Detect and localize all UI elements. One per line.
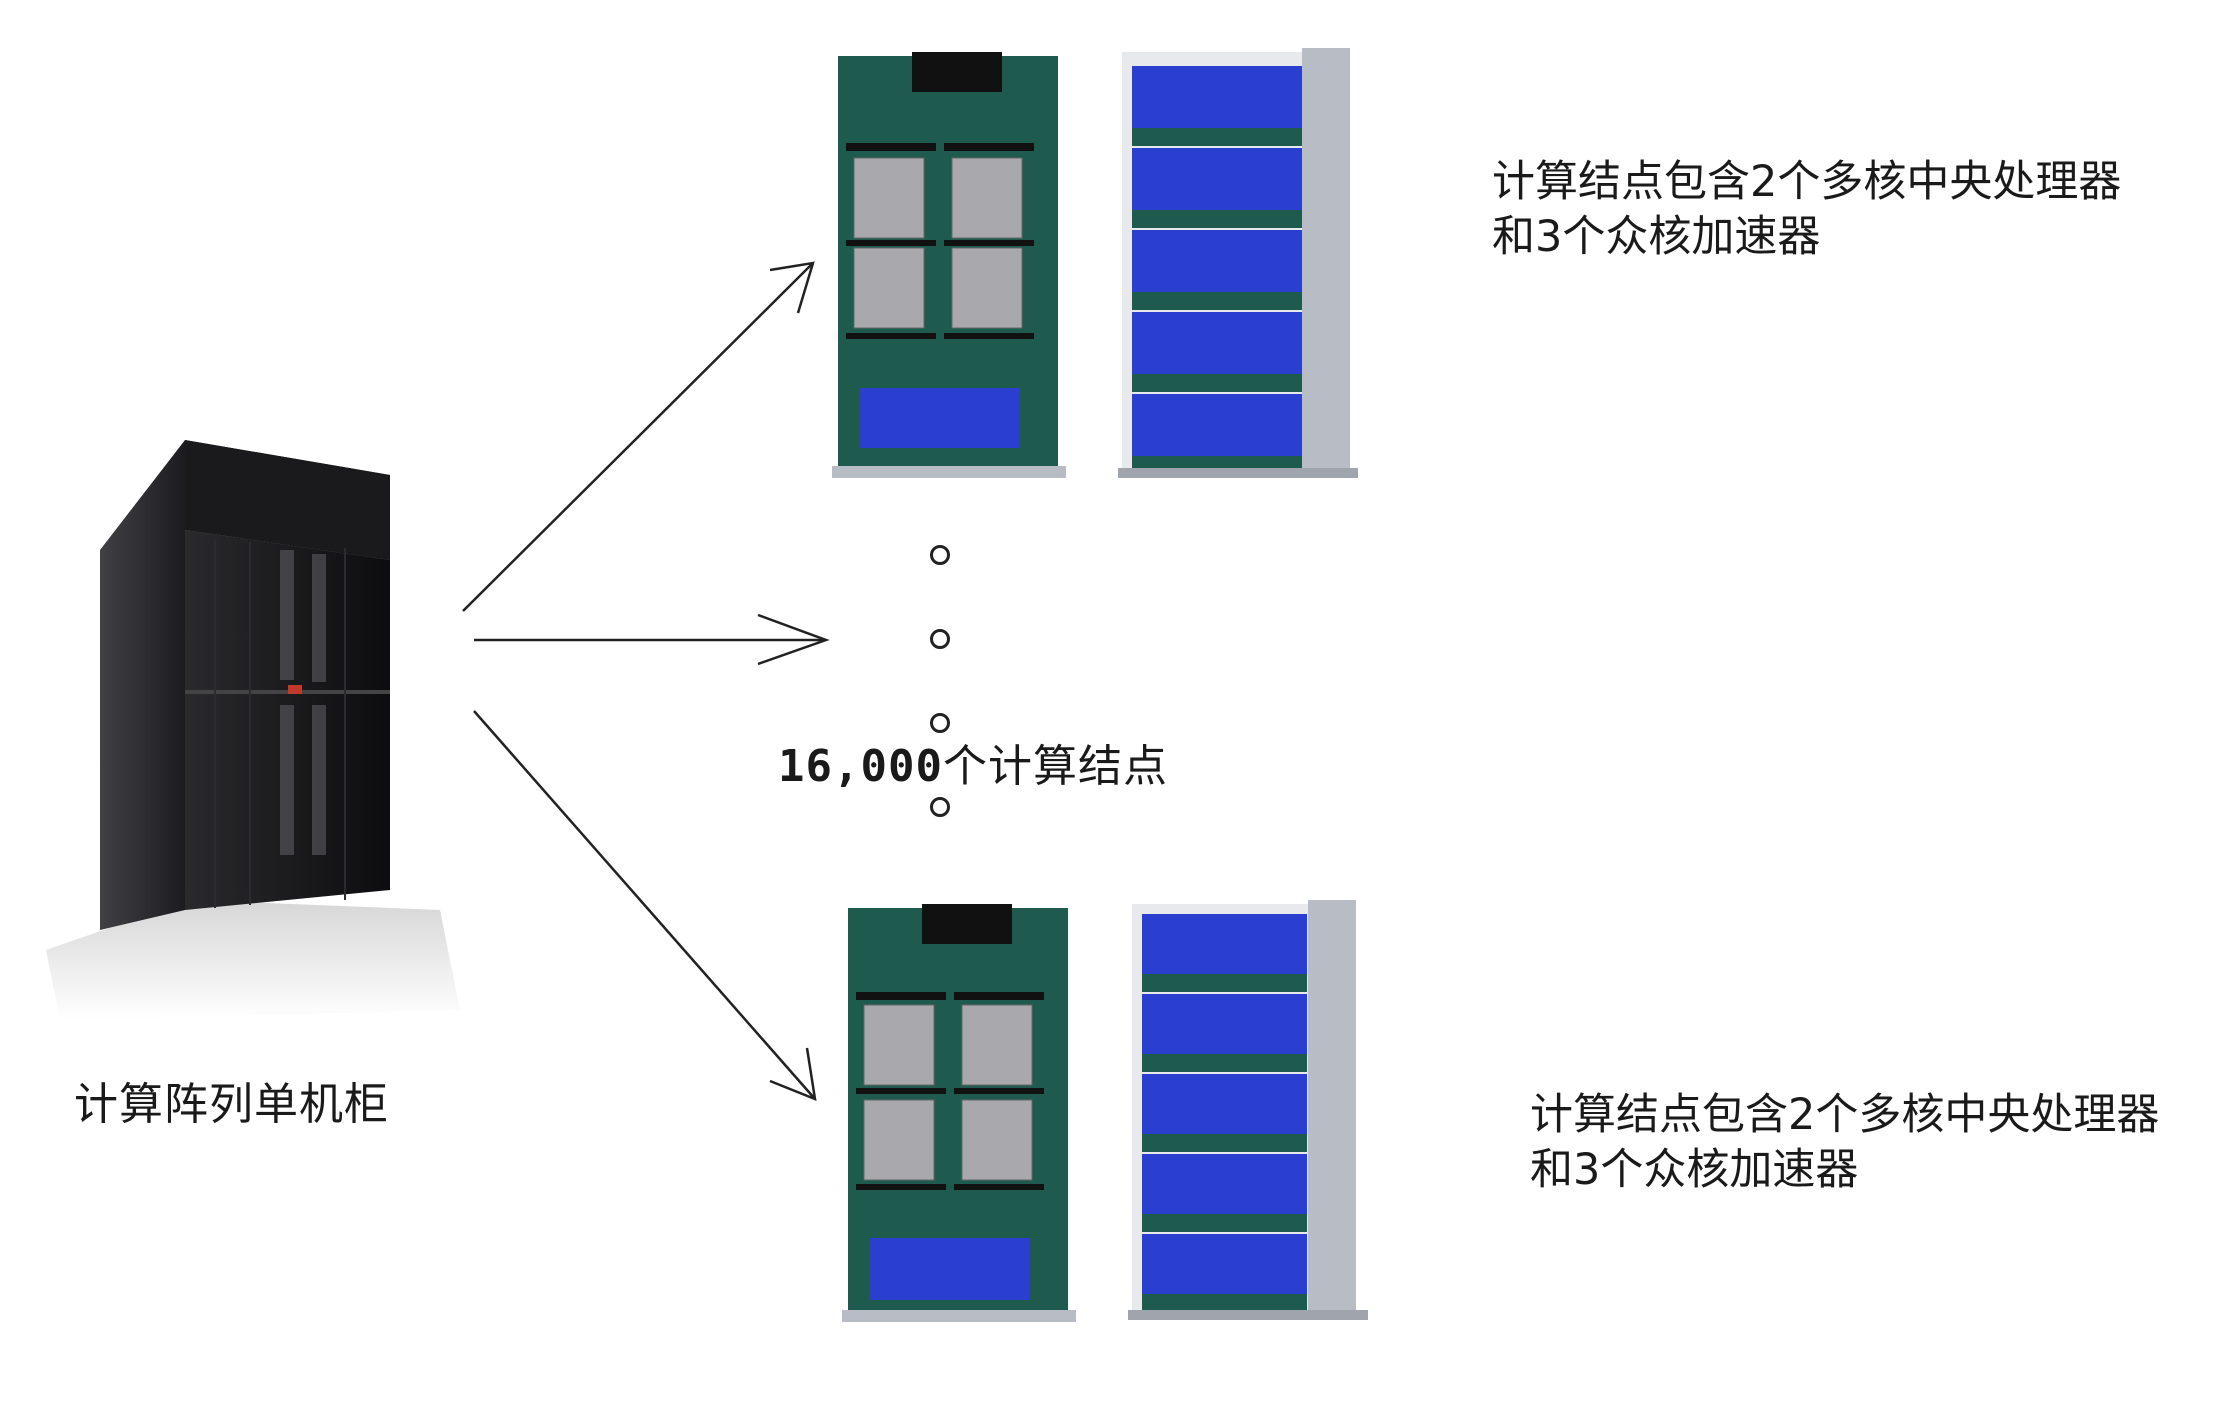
node-image-top bbox=[832, 48, 1362, 498]
node-desc-bottom: 计算结点包含2个多核中央处理器 和3个众核加速器 bbox=[1530, 1088, 2159, 1198]
arrowhead-bottom bbox=[769, 1047, 817, 1101]
cabinet-image bbox=[40, 430, 480, 1030]
cabinet-label: 计算阵列单机柜 bbox=[74, 1079, 389, 1130]
node-image-bottom bbox=[842, 900, 1372, 1350]
node-count-number: 16,000 bbox=[778, 741, 943, 792]
node-count-text: 16,000个计算结点 bbox=[778, 730, 1168, 794]
arrow-to-top-node bbox=[462, 262, 814, 612]
ellipsis-dot-1 bbox=[930, 545, 950, 565]
ellipsis-dot-4 bbox=[930, 797, 950, 817]
arrow-to-bottom-node bbox=[473, 710, 816, 1100]
node-desc-bottom-line2: 和3个众核加速器 bbox=[1530, 1145, 1859, 1195]
arrowhead-top bbox=[769, 261, 815, 314]
node-count-suffix: 个计算结点 bbox=[942, 741, 1168, 792]
node-desc-bottom-line1: 计算结点包含2个多核中央处理器 bbox=[1530, 1090, 2160, 1140]
ellipsis-dot-2 bbox=[930, 629, 950, 649]
node-desc-top-line2: 和3个众核加速器 bbox=[1492, 212, 1821, 262]
arrowhead-middle bbox=[757, 613, 830, 666]
node-desc-top: 计算结点包含2个多核中央处理器 和3个众核加速器 bbox=[1492, 155, 2121, 265]
node-desc-top-line1: 计算结点包含2个多核中央处理器 bbox=[1492, 157, 2122, 207]
ellipsis-dot-3 bbox=[930, 713, 950, 733]
